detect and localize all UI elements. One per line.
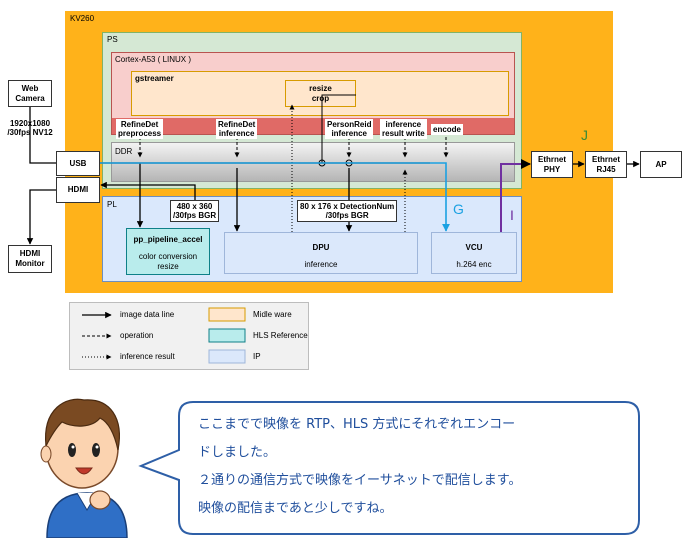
speech-bubble-shape [138,401,640,535]
cortex-label: Cortex-A53 ( LINUX ) [115,55,192,64]
legend-inference-result: inference result [120,352,175,361]
ddr-label: DDR [115,147,133,156]
usb-box: USB [56,151,100,176]
mark-j: J [581,127,588,143]
dpu-ip: DPU inference [224,232,418,274]
speech-line-4: 映像の配信まであと少しですね。 [198,501,393,516]
vcu-title: VCU [465,243,483,252]
connection-lines [26,94,640,245]
character-illustration [40,398,128,538]
encode-blue-line [100,162,450,232]
resize-loop-line [321,94,356,163]
personreid-inference-label: PersonReid inference [325,119,374,139]
dpu-sub: inference [304,260,338,269]
ethernet-phy-box: Ethrnet PHY [531,151,573,178]
speech-text: ここまでで映像を RTP、HLS 方式にそれぞれエンコー ドしました。 ２通りの… [198,414,638,520]
resize-crop-box: resize crop [285,80,356,107]
legend-operation: operation [120,331,154,340]
refinedet-inference-label: RefineDet inference [216,119,258,139]
ps-label: PS [107,35,118,44]
vcu-ip: VCU h.264 enc [431,232,517,274]
hdmi-monitor-box: HDMI Monitor [8,245,52,273]
pp-pipeline-accel-ip: pp_pipeline_accel color conversion resiz… [126,228,210,275]
legend-middleware: Midle ware [253,310,292,319]
vcu-sub: h.264 enc [456,260,492,269]
pl-label: PL [107,200,117,209]
encode-label: encode [431,124,464,135]
refinedet-preprocess-label: RefineDet preprocess [116,119,164,139]
pp-pipeline-sub: color conversion resize [138,252,198,271]
inference-result-write-label: inference result write [380,119,427,139]
ddr-region [111,142,515,182]
pp-pipeline-title: pp_pipeline_accel [133,235,203,244]
dpu-title: DPU [312,243,330,252]
ethernet-rj45-box: Ethrnet RJ45 [585,151,627,178]
vcu-ethernet-line [500,159,531,232]
legend-hls-reference: HLS Reference [253,331,308,340]
mark-i: I [510,207,514,223]
legend-image-line: image data line [120,310,175,319]
ap-box: AP [640,151,682,178]
hdmi-box: HDMI [56,177,100,203]
legend-symbols [82,307,246,364]
size-80-label: 80 x 176 x DetectionNum /30fps BGR [297,200,398,222]
size-480-label: 480 x 360 /30fps BGR [170,200,220,222]
kv260-label: KV260 [70,14,95,23]
web-camera-box: Web Camera [8,80,52,107]
speech-line-2: ドしました。 [198,445,277,460]
legend-ip: IP [253,352,261,361]
speech-line-1: ここまでで映像を RTP、HLS 方式にそれぞれエンコー [198,417,516,432]
camera-usb-line [29,107,56,164]
hdmi-monitor-line [26,189,56,245]
speech-line-3: ２通りの通信方式で映像をイーサネットで配信します。 [198,473,522,488]
gstreamer-label: gstreamer [135,74,174,83]
pp-hdmi-line [100,181,196,200]
mark-g: G [453,201,464,217]
